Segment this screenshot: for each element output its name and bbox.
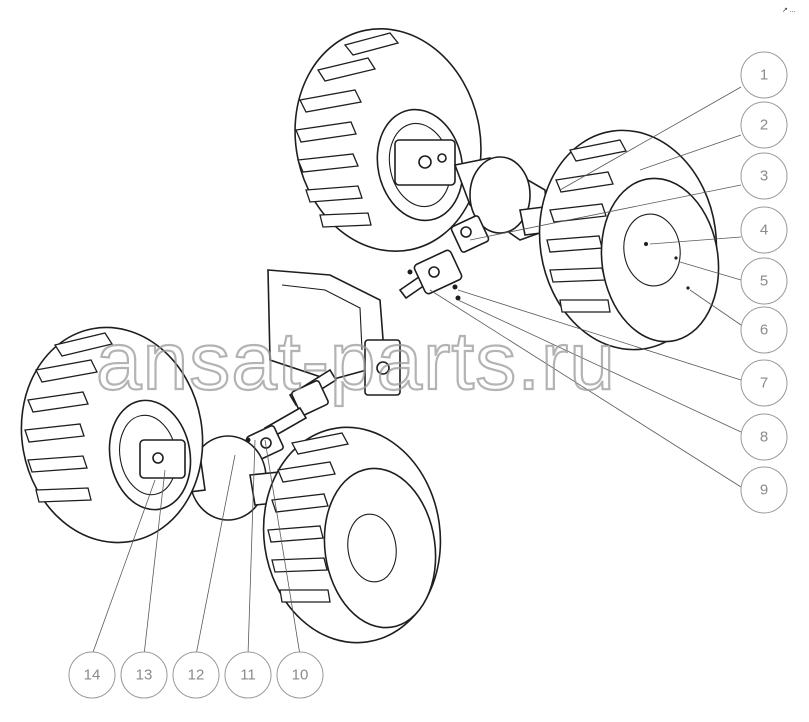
callout-label: 13: [136, 667, 153, 684]
callout-label: 10: [292, 667, 309, 684]
callout-9: 9: [740, 466, 788, 514]
callout-label: 1: [760, 67, 768, 84]
callout-label: 3: [760, 168, 768, 185]
callout-label: 8: [760, 429, 768, 446]
callout-label: 9: [760, 482, 768, 499]
watermark-text: ansat-parts.ru: [96, 316, 616, 407]
callout-5: 5: [740, 257, 788, 305]
wheel-front-right: [262, 426, 442, 644]
callout-label: 14: [84, 667, 101, 684]
callout-4: 4: [740, 206, 788, 254]
callout-label: 7: [760, 375, 768, 392]
corner-mark: ↗ ...: [782, 7, 796, 14]
hub-bolt: [644, 242, 648, 246]
callout-7: 7: [740, 359, 788, 407]
wheel-rear-left: [294, 27, 482, 253]
callout-1: 1: [740, 51, 788, 99]
callout-6: 6: [740, 306, 788, 354]
callout-10: 10: [276, 651, 324, 699]
callout-8: 8: [740, 413, 788, 461]
drive-shaft: [245, 249, 463, 461]
callout-label: 5: [760, 273, 768, 290]
callout-3: 3: [740, 152, 788, 200]
callout-13: 13: [120, 651, 168, 699]
callout-label: 6: [760, 322, 768, 339]
wheel-front-left: [20, 326, 204, 544]
center-gearbox: [267, 269, 401, 396]
callout-label: 11: [240, 667, 256, 684]
callout-14: 14: [68, 651, 116, 699]
callout-2: 2: [740, 101, 788, 149]
callout-label: 4: [760, 222, 768, 239]
callout-12: 12: [172, 651, 220, 699]
callout-11: 11: [224, 651, 272, 699]
leader-lines: [91, 86, 742, 656]
callout-label: 2: [760, 117, 768, 134]
wheel-rear-right: [538, 129, 720, 351]
callout-label: 12: [188, 667, 205, 684]
